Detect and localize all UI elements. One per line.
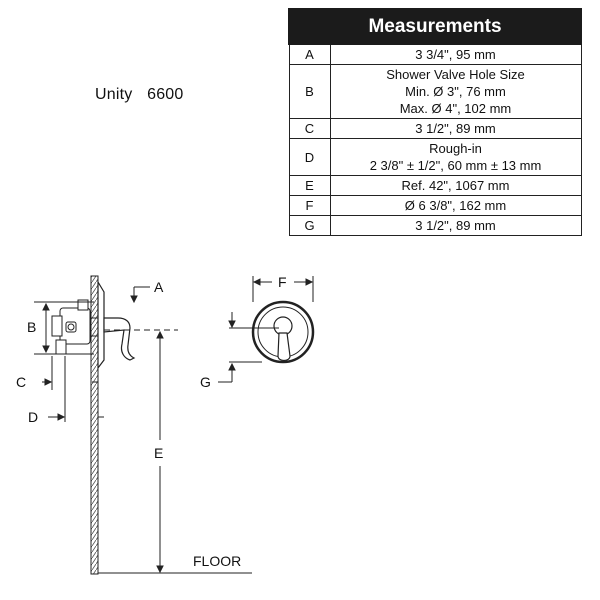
trim-plate-front [251,300,315,364]
label-g: G [200,374,211,390]
label-floor: FLOOR [193,553,241,569]
value-line: 2 3/8" ± 1/2", 60 mm ± 13 mm [369,158,542,173]
product-name: Unity [95,86,133,103]
dimension-e [98,330,252,574]
table-row: D Rough-in 2 3/8" ± 1/2", 60 mm ± 13 mm [288,138,582,176]
measurements-table: Measurements A 3 3/4", 95 mm B Shower Va… [288,8,582,236]
row-value: 3 1/2", 89 mm [329,215,582,236]
table-row: F Ø 6 3/8", 162 mm [288,195,582,216]
row-key: D [288,138,331,176]
label-c: C [16,374,26,390]
dimension-g [218,312,279,383]
product-title: Unity 6600 [95,86,184,104]
value-line: Shower Valve Hole Size [386,67,525,82]
label-e: E [154,445,163,461]
table-row: G 3 1/2", 89 mm [288,215,582,236]
label-b: B [27,319,36,335]
measurements-header: Measurements [288,8,582,45]
value-line: Min. Ø 3", 76 mm [405,84,506,99]
value-line: Ø 6 3/8", 162 mm [404,198,507,213]
label-a: A [154,279,164,295]
row-value: 3 1/2", 89 mm [329,118,582,139]
value-line: 3 3/4", 95 mm [415,47,496,62]
value-line: Ref. 42", 1067 mm [401,178,510,193]
row-key: B [288,64,331,119]
dimension-d [48,356,104,422]
trim-plate-side [97,279,105,370]
table-row: B Shower Valve Hole Size Min. Ø 3", 76 m… [288,64,582,119]
handle-side [103,317,136,361]
value-line: Max. Ø 4", 102 mm [399,101,512,116]
dimension-f [252,276,314,302]
value-line: Rough-in [429,141,482,156]
product-model-number: 6600 [147,86,184,103]
table-row: C 3 1/2", 89 mm [288,118,582,139]
dimension-c [42,356,98,390]
valve-body [51,299,98,355]
dimension-b [34,301,94,355]
value-line: 3 1/2", 89 mm [415,121,496,136]
row-value: Shower Valve Hole Size Min. Ø 3", 76 mm … [329,64,582,119]
dimension-a [104,286,178,331]
value-line: 3 1/2", 89 mm [415,218,496,233]
row-value: Rough-in 2 3/8" ± 1/2", 60 mm ± 13 mm [329,138,582,176]
label-f: F [278,274,287,290]
table-row: E Ref. 42", 1067 mm [288,175,582,196]
label-d: D [28,409,38,425]
wall-section [90,275,99,575]
